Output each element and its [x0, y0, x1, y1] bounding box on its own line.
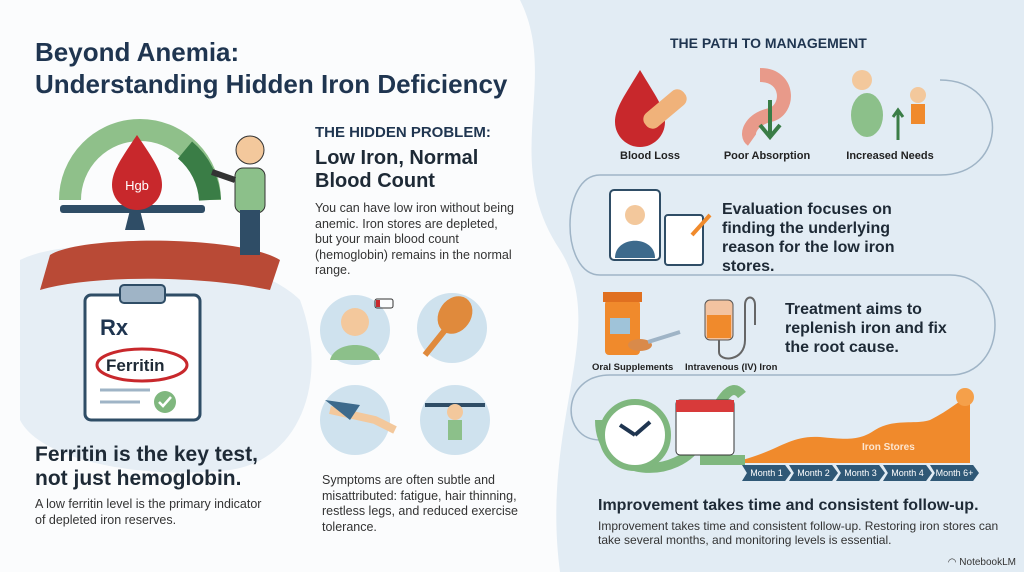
page-title: Beyond Anemia: Understanding Hidden Iron… — [35, 36, 507, 100]
symptoms-text: Symptoms are often subtle and misattribu… — [322, 473, 518, 534]
hgb-label: Hgb — [125, 178, 149, 193]
iron-stores-timeline — [595, 385, 974, 473]
treatment-icons — [603, 292, 756, 360]
improvement-section: Improvement takes time and consistent fo… — [598, 496, 1008, 547]
cause-blood-loss: Blood Loss — [620, 150, 680, 162]
symptom-icons — [320, 293, 490, 455]
rx-symbol: Rx — [100, 315, 129, 340]
title-line-2: Understanding Hidden Iron Deficiency — [35, 69, 508, 99]
iron-stores-label: Iron Stores — [862, 442, 915, 453]
evaluation-text: Evaluation focuses on finding the underl… — [722, 201, 895, 275]
hgb-gauge-illustration: Hgb — [40, 119, 280, 290]
month-3: Month 3 — [836, 465, 885, 481]
oral-supplements-label: Oral Supplements — [592, 362, 674, 373]
hidden-problem-section: THE HIDDEN PROBLEM: Low Iron, Normal Blo… — [315, 124, 515, 279]
improvement-heading: Improvement takes time and consistent fo… — [598, 497, 979, 514]
month-1: Month 1 — [742, 465, 791, 481]
hidden-problem-heading: Low Iron, Normal Blood Count — [315, 147, 479, 192]
management-title: THE PATH TO MANAGEMENT — [670, 35, 867, 51]
treatment-text: Treatment aims to replenish iron and fix… — [785, 301, 947, 356]
iv-iron-label: Intravenous (IV) Iron — [685, 362, 778, 373]
hidden-problem-eyebrow: THE HIDDEN PROBLEM: — [315, 124, 491, 141]
ferritin-clipboard-icon — [83, 284, 202, 422]
hidden-problem-body: You can have low iron without being anem… — [315, 201, 514, 277]
month-6-plus: Month 6+ — [930, 465, 979, 481]
ferritin-label: Ferritin — [106, 356, 165, 375]
month-4: Month 4 — [883, 465, 932, 481]
improvement-body: Improvement takes time and consistent fo… — [598, 519, 999, 547]
notebooklm-branding: ◠ NotebookLM — [948, 557, 1016, 568]
notebooklm-logo-icon: ◠ — [947, 557, 960, 568]
cause-icons — [615, 68, 926, 147]
branding-text: NotebookLM — [959, 557, 1016, 568]
cause-increased-needs: Increased Needs — [846, 150, 934, 162]
month-timeline: Month 1 Month 2 Month 3 Month 4 Month 6+ — [742, 465, 979, 481]
cause-poor-absorption: Poor Absorption — [723, 150, 811, 162]
title-line-1: Beyond Anemia: — [35, 37, 240, 67]
ferritin-heading: Ferritin is the key test, not just hemog… — [35, 443, 258, 490]
month-2: Month 2 — [789, 465, 838, 481]
ferritin-section: Ferritin is the key test, not just hemog… — [35, 443, 275, 528]
ferritin-body: A low ferritin level is the primary indi… — [35, 497, 262, 527]
evaluation-doctor-icon — [609, 189, 712, 266]
